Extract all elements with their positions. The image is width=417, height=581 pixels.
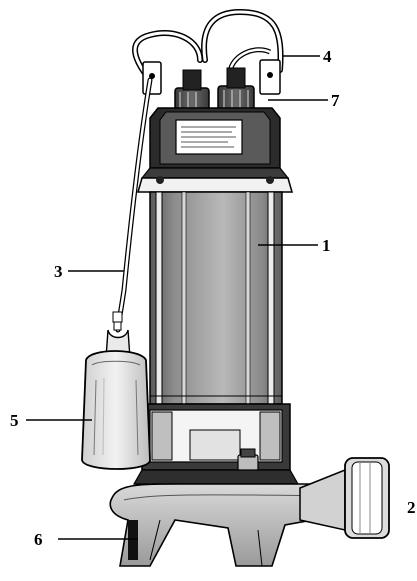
callout-2: 2 <box>407 498 416 517</box>
discharge-outlet <box>299 457 390 539</box>
callout-6: 6 <box>34 530 138 549</box>
callout-label-4: 4 <box>323 47 332 66</box>
motor-head <box>137 107 293 193</box>
callout-label-1: 1 <box>322 236 331 255</box>
callout-4: 4 <box>283 47 332 66</box>
callout-7: 7 <box>268 91 340 110</box>
float-switch-cable <box>112 77 153 333</box>
cable-glands <box>174 67 255 111</box>
callout-label-5: 5 <box>10 411 19 430</box>
float-switch <box>81 329 151 470</box>
callout-5: 5 <box>10 411 92 430</box>
pump-lower-section <box>132 403 300 485</box>
callout-label-3: 3 <box>54 262 63 281</box>
motor-housing <box>149 191 283 405</box>
callout-label-6: 6 <box>34 530 43 549</box>
carry-handle <box>132 8 284 95</box>
callout-3: 3 <box>54 262 124 281</box>
callout-label-7: 7 <box>331 91 340 110</box>
callout-1: 1 <box>258 236 331 255</box>
callout-label-2: 2 <box>407 498 416 517</box>
